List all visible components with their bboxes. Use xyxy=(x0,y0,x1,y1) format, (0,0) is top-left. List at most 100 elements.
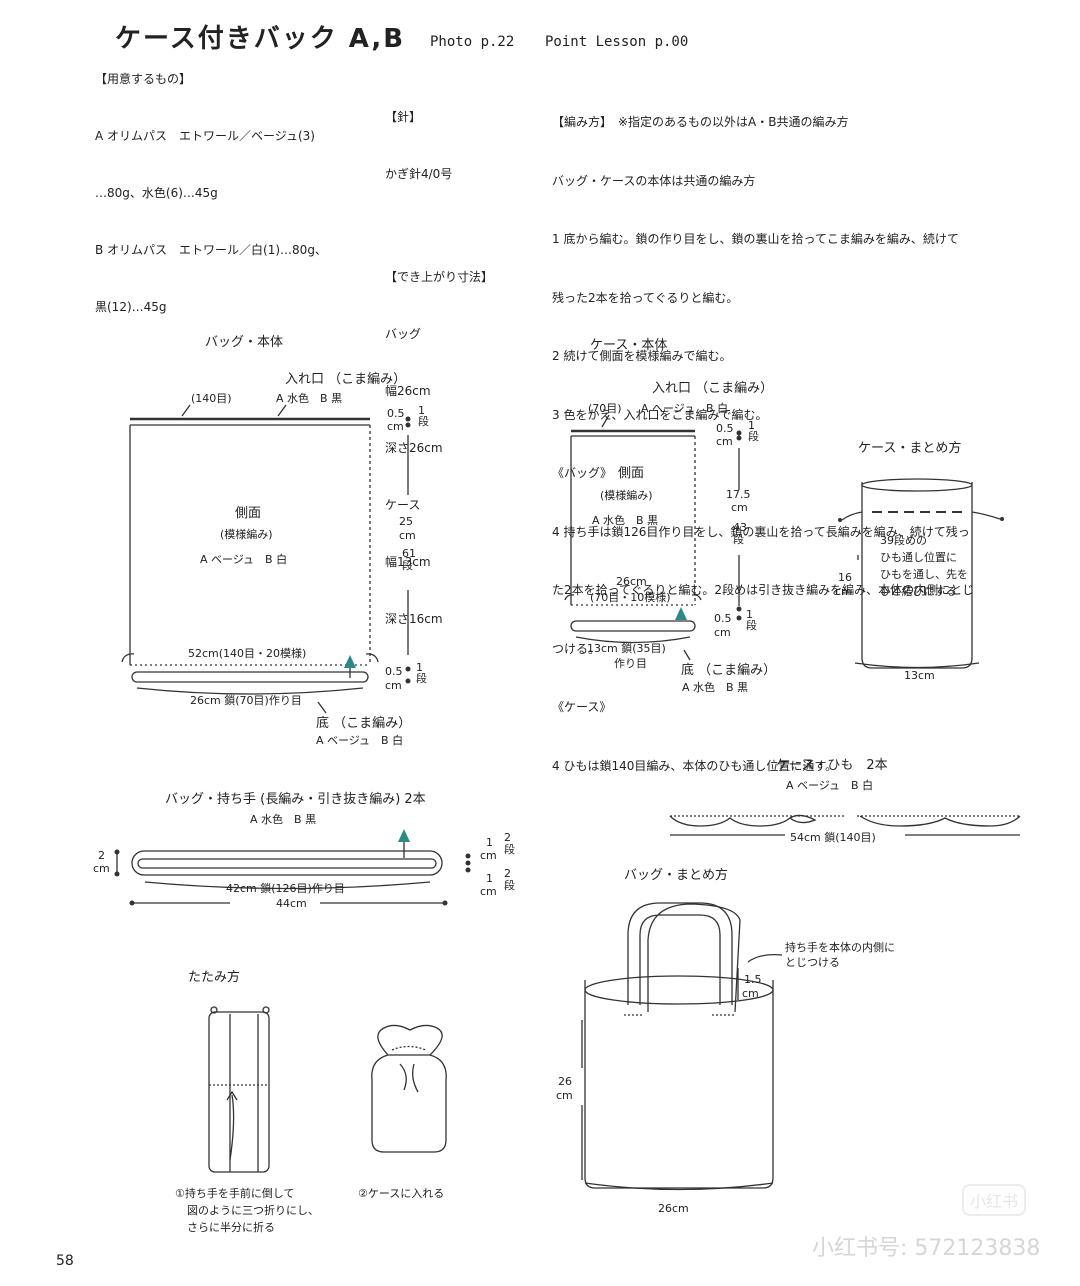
handle-row1-unit: cm xyxy=(480,849,497,862)
needle-heading: 【針】 xyxy=(385,110,422,124)
handle-row2-rows: 2段 xyxy=(504,867,515,892)
bag-side-label: 側面 xyxy=(235,506,262,521)
case-string-title: ケース・ひも 2本 xyxy=(776,758,888,773)
size-line: 深さ16cm xyxy=(385,612,443,626)
case-side-label: 側面 xyxy=(618,466,645,481)
bag-bottom-unit: cm xyxy=(385,679,402,692)
bag-chain-label: 26cm 鎖(70目)作り目 xyxy=(190,694,302,707)
case-arrow-icon xyxy=(675,607,687,620)
case-side-color: A 水色 B 黒 xyxy=(592,514,659,527)
materials-line: …80g、水色(6)…45g xyxy=(95,186,218,200)
bag-body-title: バッグ・本体 xyxy=(205,335,284,350)
bag-finish-title: バッグ・まとめ方 xyxy=(624,868,729,883)
case-opening-label: 入れ口 （こま編み） xyxy=(652,381,774,396)
case-chain-sub: 作り目 xyxy=(614,657,647,670)
handle-height: 2 xyxy=(98,849,105,862)
handle-title: バッグ・持ち手 (長編み・引き抜き編み) 2本 xyxy=(165,792,426,807)
handle-row1: 1 xyxy=(486,836,493,849)
case-chain-label: 13cm 鎖(35目) xyxy=(587,642,666,655)
method-line: 2 続けて側面を模様編みで編む。 xyxy=(552,349,732,363)
case-top-height: 0.5 xyxy=(716,422,734,435)
materials-line: B オリムパス エトワール／白(1)…80g、 xyxy=(95,243,327,257)
method-line: 【編み方】 ※指定のあるもの以外はA・B共通の編み方 xyxy=(552,115,849,129)
handle-length: 44cm xyxy=(276,897,307,910)
case-opening-color: A ヘージュ B 白 xyxy=(641,402,729,415)
method-instructions: 【編み方】 ※指定のあるもの以外はA・B共通の編み方 バッグ・ケースの本体は共通… xyxy=(552,74,974,796)
bag-side-rows: 61段 xyxy=(402,547,416,572)
handle-chain: 42cm 鎖(126目)作り目 xyxy=(226,882,345,895)
method-line: 《バッグ》 xyxy=(552,466,613,480)
case-string-diagram xyxy=(669,814,1021,836)
case-finish-diagram xyxy=(841,478,1001,669)
size-line: 深さ26cm xyxy=(385,441,443,455)
size-line: 幅26cm xyxy=(385,384,431,398)
fold-step1-text: ①持ち手を手前に倒して 図のように三つ折りにし、 さらに半分に折る xyxy=(175,1185,319,1236)
case-finish-width: 13cm xyxy=(904,669,935,682)
case-side-rows: 43段 xyxy=(733,521,747,546)
lesson-reference: Point Lesson p.00 xyxy=(545,34,689,50)
case-side-pattern: (模様編み) xyxy=(600,489,653,502)
bag-opening-count: (140目) xyxy=(191,392,232,405)
watermark-badge: 小红书 xyxy=(962,1184,1027,1216)
case-finish-note-line: 39段めの xyxy=(880,534,927,547)
case-bottom-label: 底 （こま編み） xyxy=(681,663,777,678)
size-heading: 【でき上がり寸法】 xyxy=(385,270,494,284)
case-side-unit: cm xyxy=(731,501,748,514)
bag-body-diagram xyxy=(121,404,409,714)
method-line: 1 底から編む。鎖の作り目をし、鎖の裏山を拾ってこま編みを編み、続けて xyxy=(552,232,959,246)
case-finish-note-line: ひもを通し、先を xyxy=(880,568,968,581)
case-finish-note: 39段めの ひも通し位置に ひもを通し、先を ひと結びにする xyxy=(880,532,968,600)
fold-step2-diagram xyxy=(371,1024,447,1153)
size-line: バッグ xyxy=(385,327,422,341)
bag-finish-height-unit: cm xyxy=(556,1089,573,1102)
fold-step1-line: 図のように三つ折りにし、 xyxy=(187,1204,319,1217)
case-bottom-unit: cm xyxy=(714,626,731,639)
page-number: 58 xyxy=(56,1253,74,1269)
case-top-rows: 1段 xyxy=(748,419,759,443)
needle-value: かぎ針4/0号 xyxy=(385,167,453,181)
materials-line: A オリムパス エトワール／ベージュ(3) xyxy=(95,129,315,143)
bag-width-label: 52cm(140目・20模様) xyxy=(188,647,307,660)
fold-title: たたみ方 xyxy=(188,970,241,985)
bag-finish-handle-unit: cm xyxy=(742,987,759,1000)
watermark-text: 小红书号: 572123838 xyxy=(812,1236,1041,1261)
bag-arrow-icon xyxy=(344,655,356,668)
fold-step2-text: ②ケースに入れる xyxy=(358,1187,445,1200)
bag-finish-note-line: とじつける xyxy=(785,956,840,969)
case-string-length: 54cm 鎖(140目) xyxy=(790,831,876,844)
bag-side-pattern: (模様編み) xyxy=(220,528,273,541)
bag-side-color: A ベージュ B 白 xyxy=(200,553,288,566)
needle-info: 【針】 かぎ針4/0号 【でき上がり寸法】 バッグ 幅26cm 深さ26cm ケ… xyxy=(385,70,493,648)
handle-arrow-icon xyxy=(398,829,410,842)
fold-step1-line: さらに半分に折る xyxy=(187,1221,275,1234)
case-top-unit: cm xyxy=(716,435,733,448)
bag-finish-note-line: 持ち手を本体の内側に xyxy=(785,941,895,954)
handle-diagram xyxy=(116,840,445,904)
bag-finish-note: 持ち手を本体の内側に とじつける xyxy=(785,940,895,970)
method-line: 4 持ち手は鎖126目作り目をし、鎖の裏山を拾って長編みを編み、続けて残っ xyxy=(552,524,970,539)
bag-top-height: 0.5 xyxy=(387,407,405,420)
case-finish-height: 16 xyxy=(838,571,852,584)
bag-finish-handle-height: 1.5 xyxy=(744,973,762,986)
method-line: バッグ・ケースの本体は共通の編み方 xyxy=(552,173,756,188)
materials-line: 黒(12)…45g xyxy=(95,300,167,314)
bag-finish-width: 26cm xyxy=(658,1202,689,1215)
case-bottom-height: 0.5 xyxy=(714,612,732,625)
case-body-diagram xyxy=(564,414,740,661)
handle-row1-rows: 2段 xyxy=(504,831,515,856)
case-finish-note-line: ひも通し位置に xyxy=(880,551,957,564)
bag-bottom-label: 底 （こま編み） xyxy=(316,716,412,731)
handle-row2-unit: cm xyxy=(480,885,497,898)
materials-heading: 【用意するもの】 xyxy=(95,72,192,86)
method-line: 4 ひもは鎖140目編み、本体のひも通し位置に通す。 xyxy=(552,758,838,773)
size-line: 幅13cm xyxy=(385,555,431,569)
bag-finish-diagram xyxy=(581,902,783,1191)
method-line: 3 色をかえ、入れ口をこま編みで編む。 xyxy=(552,407,768,422)
bag-finish-height: 26 xyxy=(558,1075,572,1088)
case-finish-note-line: ひと結びにする xyxy=(880,585,957,598)
case-side-height: 17.5 xyxy=(726,488,751,501)
case-width-label: 26cm xyxy=(616,575,647,588)
handle-height-unit: cm xyxy=(93,862,110,875)
method-line: 《ケース》 xyxy=(552,700,612,714)
